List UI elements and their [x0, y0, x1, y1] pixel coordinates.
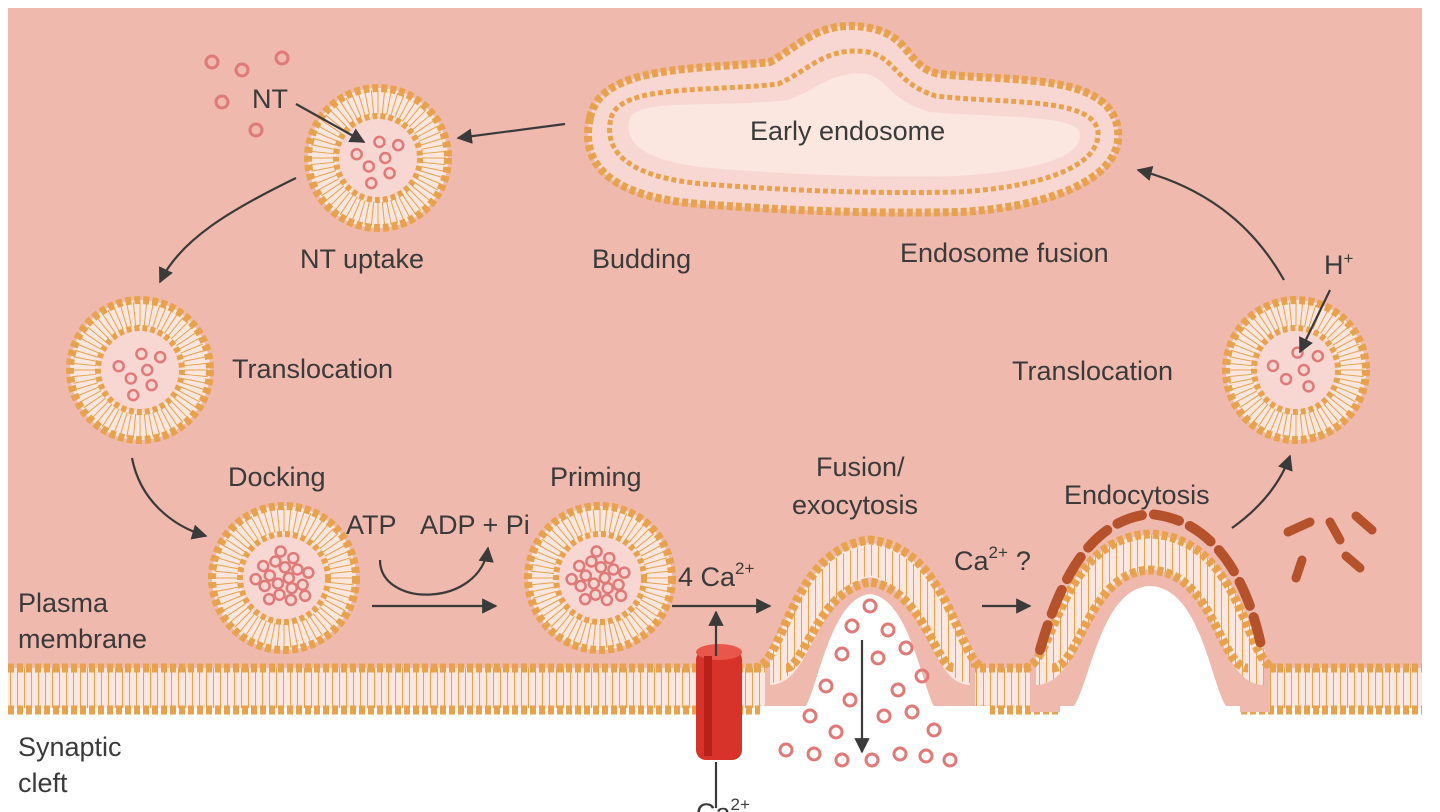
calcium-question-label: Ca2+? — [954, 543, 1031, 576]
h-plus-arrow — [1299, 289, 1331, 354]
synaptic-cleft-label-line2: cleft — [18, 768, 68, 798]
neurotransmitter-molecule — [918, 748, 934, 764]
adp-pi-label: ADP + Pi — [420, 510, 530, 540]
budding-label: Budding — [592, 244, 691, 274]
uptake-to-translocation-arrow — [159, 177, 297, 284]
neurotransmitter-molecule — [834, 646, 850, 662]
early-endosome-label: Early endosome — [750, 116, 945, 146]
endocytosis-label: Endocytosis — [1064, 480, 1210, 510]
four-calcium-label: 4 Ca2+ — [678, 559, 755, 592]
calcium-channel — [696, 644, 742, 760]
fusion-label-line2: exocytosis — [792, 490, 918, 520]
nt-uptake-label: NT uptake — [300, 244, 424, 274]
neurotransmitter-molecule — [892, 746, 908, 762]
released-neurotransmitters — [778, 598, 958, 768]
endocytosis-to-translocation-arrow — [1231, 454, 1293, 529]
neurotransmitter-molecule — [818, 678, 834, 694]
neurotransmitter-molecule — [844, 618, 860, 634]
pathway-arrows — [130, 103, 1331, 808]
free-neurotransmitters — [204, 50, 290, 138]
atp-hydrolysis-arrow — [378, 546, 494, 596]
fusion-label-line1: Fusion/ — [816, 452, 905, 482]
endocytosis-membrane — [1022, 529, 1278, 716]
neurotransmitter-molecule — [942, 752, 958, 768]
neurotransmitter-molecule — [834, 752, 850, 768]
translocation-to-endosome-fusion-arrow — [1136, 166, 1285, 281]
synaptic-cleft-label-line1: Synaptic — [18, 732, 122, 762]
plasma-membrane-label-line2: membrane — [18, 624, 147, 654]
atp-label: ATP — [346, 510, 397, 540]
neurotransmitter-molecule — [880, 622, 896, 638]
vesicle-layer — [66, 84, 1370, 654]
neurotransmitter-molecule — [802, 708, 818, 724]
vesicle-translocation-right — [1222, 296, 1370, 444]
neurotransmitter-molecule — [864, 752, 880, 768]
early-endosome — [584, 22, 1123, 217]
neurotransmitter-molecule — [828, 724, 844, 740]
calcium-bottom-label: Ca2+ — [696, 795, 750, 812]
vesicle-docking — [208, 502, 360, 654]
translocation-right-label: Translocation — [1012, 356, 1173, 386]
docking-label: Docking — [228, 462, 326, 492]
nt-label: NT — [252, 84, 288, 114]
neurotransmitter-molecule — [926, 722, 942, 738]
neurotransmitter-molecule — [904, 704, 920, 720]
neurotransmitter-molecule — [778, 742, 794, 758]
neurotransmitter-molecule — [890, 682, 906, 698]
nt-into-vesicle-arrow — [295, 103, 366, 143]
clathrin-fragments — [1283, 511, 1377, 583]
neurotransmitter-molecule — [870, 650, 886, 666]
neurotransmitter-molecule — [862, 598, 878, 614]
vesicle-translocation-left — [66, 296, 214, 444]
neurotransmitter-molecule — [876, 708, 892, 724]
clathrin-coat — [1035, 508, 1267, 655]
neurotransmitter-molecule — [914, 668, 930, 684]
budding-to-uptake-arrow — [456, 122, 566, 144]
diagram-labels: NT Early endosome NT uptake Budding Endo… — [18, 84, 1354, 812]
translocation-left-label: Translocation — [232, 354, 393, 384]
vesicle-nt-uptake — [304, 84, 452, 232]
neurotransmitter-molecule — [806, 746, 822, 762]
neurotransmitter-molecule — [842, 692, 858, 708]
plasma-membrane-label-line1: Plasma — [18, 588, 109, 618]
h-plus-label: H+ — [1324, 249, 1354, 280]
vesicle-priming — [524, 502, 676, 654]
neurotransmitter-molecule — [898, 640, 914, 656]
translocation-to-docking-arrow — [130, 457, 208, 540]
endosome-fusion-label: Endosome fusion — [900, 238, 1109, 268]
priming-label: Priming — [550, 462, 642, 492]
